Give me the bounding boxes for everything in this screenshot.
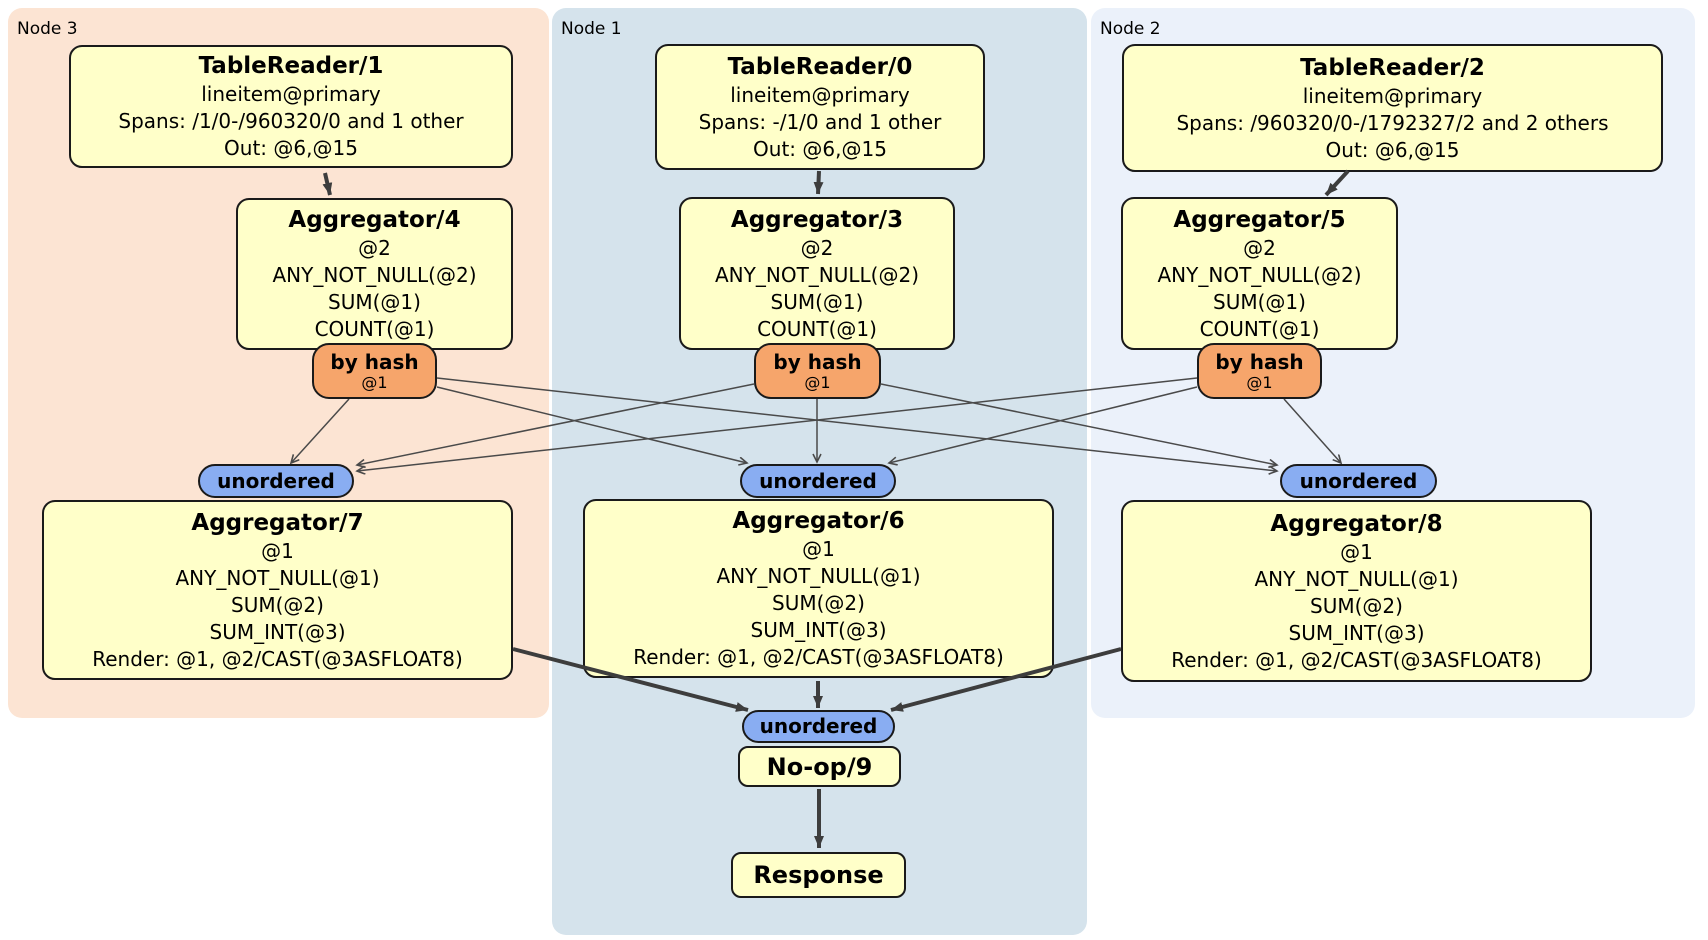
by-hash-key: @1 xyxy=(1246,372,1273,392)
node-detail-line: @1 xyxy=(802,537,835,561)
node-detail-line: Spans: /960320/0-/1792327/2 and 2 others xyxy=(1176,110,1609,135)
node-title: Aggregator/5 xyxy=(1173,206,1346,233)
node-detail-line: Spans: -/1/0 and 1 other xyxy=(698,109,942,134)
node-detail-line: lineitem@primary xyxy=(201,82,381,106)
badge-by-hash-node2: by hash @1 xyxy=(1197,343,1322,399)
node-detail-line: SUM(@2) xyxy=(231,592,324,617)
node-detail-line: Out: @6,@15 xyxy=(224,136,358,160)
node-detail-line: SUM_INT(@3) xyxy=(1288,620,1425,645)
node-detail-line: ANY_NOT_NULL(@2) xyxy=(272,263,477,287)
node-aggregator-8: Aggregator/8 @1 ANY_NOT_NULL(@1) SUM(@2)… xyxy=(1121,500,1592,682)
node-detail-line: Render: @1, @2/CAST(@3ASFLOAT8) xyxy=(92,646,463,671)
node-aggregator-3: Aggregator/3 @2 ANY_NOT_NULL(@2) SUM(@1)… xyxy=(679,197,955,350)
node-title: Aggregator/7 xyxy=(191,509,364,536)
region-label-node-3: Node 3 xyxy=(17,19,78,39)
node-detail-line: SUM(@1) xyxy=(328,290,421,314)
by-hash-label: by hash xyxy=(773,349,862,374)
node-detail-line: ANY_NOT_NULL(@1) xyxy=(175,565,380,590)
node-detail-line: lineitem@primary xyxy=(1302,83,1483,108)
by-hash-key: @1 xyxy=(804,372,831,392)
by-hash-key: @1 xyxy=(361,372,388,392)
unordered-label: unordered xyxy=(217,468,335,493)
unordered-label: unordered xyxy=(759,714,878,738)
node-detail-line: Render: @1, @2/CAST(@3ASFLOAT8) xyxy=(633,645,1004,669)
node-detail-line: @2 xyxy=(800,235,834,260)
node-detail-line: ANY_NOT_NULL(@1) xyxy=(1254,566,1459,591)
badge-by-hash-node1: by hash @1 xyxy=(754,343,881,399)
node-title: Aggregator/8 xyxy=(1270,510,1443,537)
node-detail-line: SUM_INT(@3) xyxy=(209,619,346,644)
badge-unordered-final: unordered xyxy=(742,710,895,743)
node-title: Response xyxy=(753,861,884,889)
node-aggregator-7: Aggregator/7 @1 ANY_NOT_NULL(@1) SUM(@2)… xyxy=(42,500,513,680)
node-detail-line: lineitem@primary xyxy=(730,82,910,107)
node-detail-line: SUM(@2) xyxy=(772,591,865,615)
node-detail-line: ANY_NOT_NULL(@2) xyxy=(1157,262,1362,287)
node-detail-line: ANY_NOT_NULL(@1) xyxy=(716,564,921,588)
node-detail-line: SUM(@2) xyxy=(1310,593,1403,618)
badge-unordered-node3: unordered xyxy=(198,464,354,498)
node-title: No-op/9 xyxy=(766,752,873,781)
node-response: Response xyxy=(731,852,906,898)
node-detail-line: Out: @6,@15 xyxy=(1325,137,1460,162)
node-detail-line: COUNT(@1) xyxy=(1199,316,1320,341)
node-detail-line: SUM(@1) xyxy=(770,289,864,314)
region-label-node-1: Node 1 xyxy=(561,19,622,39)
unordered-label: unordered xyxy=(759,468,877,493)
node-detail-line: @2 xyxy=(358,236,391,260)
node-noop-9: No-op/9 xyxy=(738,746,901,787)
node-detail-line: SUM(@1) xyxy=(1213,289,1306,314)
node-title: TableReader/0 xyxy=(727,53,913,80)
node-aggregator-6: Aggregator/6 @1 ANY_NOT_NULL(@1) SUM(@2)… xyxy=(583,499,1054,678)
node-detail-line: COUNT(@1) xyxy=(314,317,435,341)
unordered-label: unordered xyxy=(1299,468,1418,493)
node-tablereader-0: TableReader/0 lineitem@primary Spans: -/… xyxy=(655,44,985,170)
node-detail-line: Spans: /1/0-/960320/0 and 1 other xyxy=(118,109,464,133)
node-detail-line: SUM_INT(@3) xyxy=(750,618,887,642)
badge-unordered-node1: unordered xyxy=(740,464,896,498)
node-detail-line: Render: @1, @2/CAST(@3ASFLOAT8) xyxy=(1171,647,1542,672)
node-detail-line: @1 xyxy=(1340,539,1373,564)
node-title: TableReader/1 xyxy=(198,53,384,79)
node-detail-line: @2 xyxy=(1243,235,1276,260)
badge-unordered-node2: unordered xyxy=(1280,464,1437,498)
node-detail-line: @1 xyxy=(261,538,294,563)
node-tablereader-2: TableReader/2 lineitem@primary Spans: /9… xyxy=(1122,44,1663,172)
by-hash-label: by hash xyxy=(1215,349,1304,374)
node-title: Aggregator/4 xyxy=(288,207,461,233)
node-detail-line: COUNT(@1) xyxy=(757,316,877,341)
node-tablereader-1: TableReader/1 lineitem@primary Spans: /1… xyxy=(69,45,513,168)
node-title: TableReader/2 xyxy=(1300,54,1485,81)
node-aggregator-4: Aggregator/4 @2 ANY_NOT_NULL(@2) SUM(@1)… xyxy=(236,198,513,350)
node-detail-line: ANY_NOT_NULL(@2) xyxy=(715,262,919,287)
node-title: Aggregator/6 xyxy=(732,508,905,534)
region-label-node-2: Node 2 xyxy=(1100,19,1161,39)
node-title: Aggregator/3 xyxy=(730,206,904,233)
node-detail-line: Out: @6,@15 xyxy=(753,136,887,161)
by-hash-label: by hash xyxy=(330,349,419,374)
node-aggregator-5: Aggregator/5 @2 ANY_NOT_NULL(@2) SUM(@1)… xyxy=(1121,197,1398,350)
badge-by-hash-node3: by hash @1 xyxy=(312,343,437,399)
